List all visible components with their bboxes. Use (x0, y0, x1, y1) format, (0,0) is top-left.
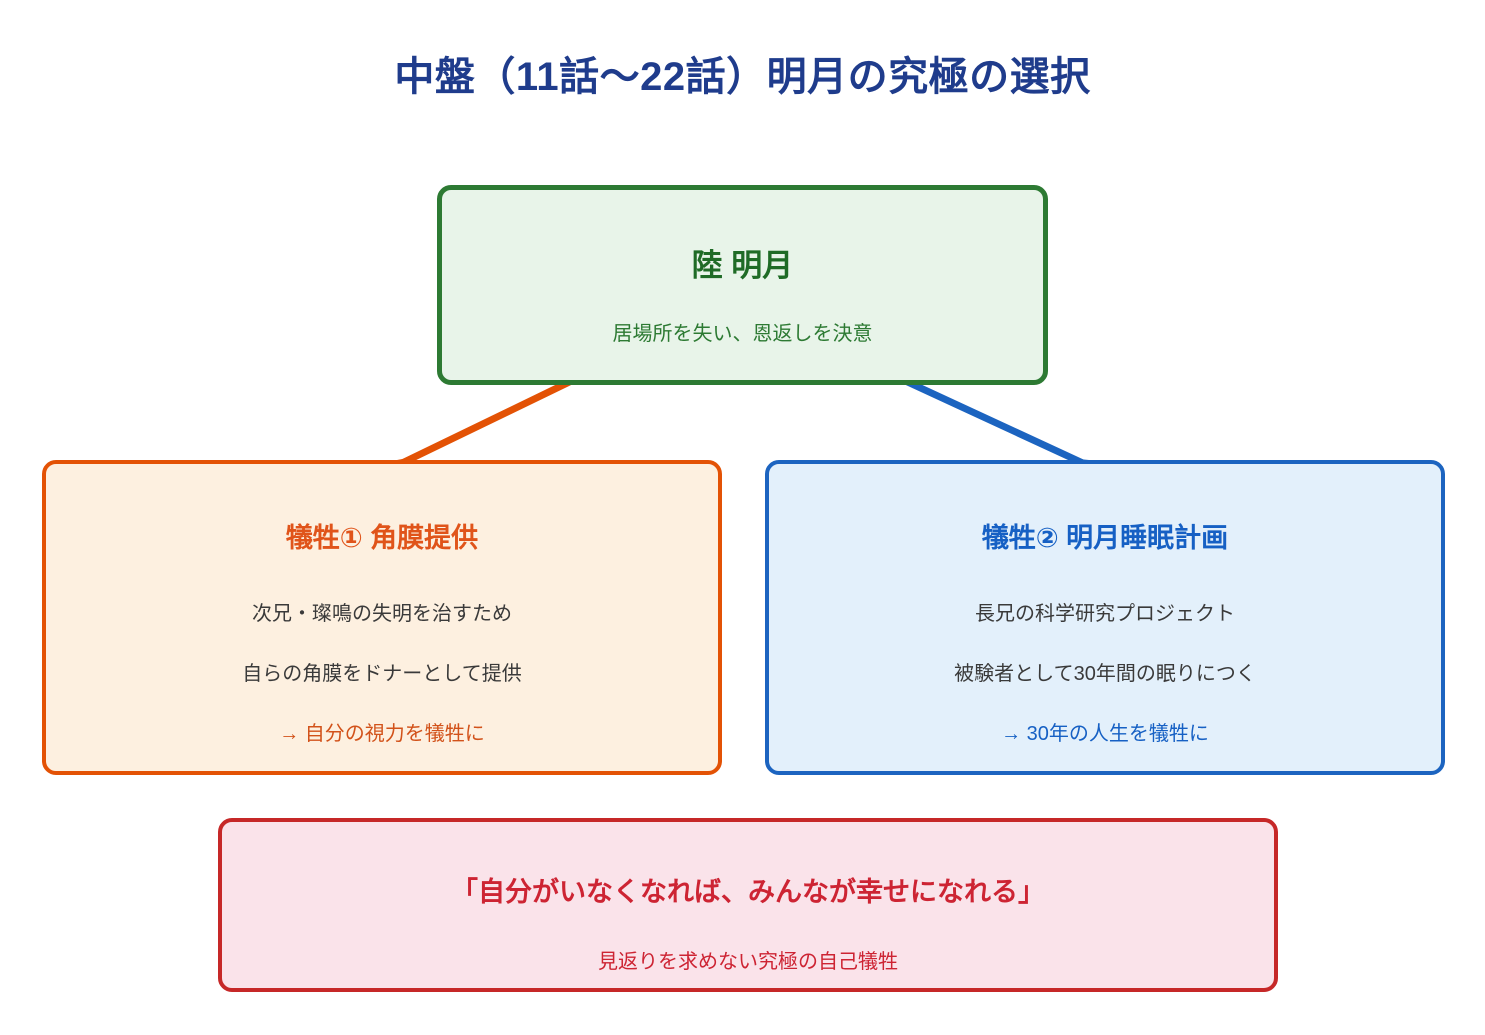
node-sacrifice-2-title: 犠牲② 明月睡眠計画 (981, 523, 1229, 553)
node-sacrifice-1-title: 犠牲① 角膜提供 (285, 523, 479, 553)
node-root-line-1: 居場所を失い、恩返しを決意 (612, 323, 873, 345)
node-sacrifice-1-line-1: 次兄・璨鳴の失明を治すため (252, 603, 512, 625)
node-conclusion[interactable]: 「自分がいなくなれば、みんなが幸せになれる」 見返りを求めない究極の自己犠牲 (218, 818, 1278, 992)
node-root-character[interactable]: 陸 明月 居場所を失い、恩返しを決意 (437, 185, 1048, 385)
node-conclusion-subtitle: 見返りを求めない究極の自己犠牲 (598, 951, 898, 973)
node-conclusion-quote: 「自分がいなくなれば、みんなが幸せになれる」 (451, 877, 1045, 907)
connector-root-to-sacrifice-1 (386, 368, 594, 472)
node-sacrifice-2-conclusion: → 30年の人生を犠牲に (1001, 723, 1209, 745)
node-sacrifice-2[interactable]: 犠牲② 明月睡眠計画 長兄の科学研究プロジェクト 被験者として30年間の眠りにつ… (765, 460, 1445, 775)
node-sacrifice-1-conclusion: → 自分の視力を犠牲に (279, 723, 485, 745)
node-sacrifice-1-line-2: 自らの角膜をドナーとして提供 (242, 663, 522, 685)
connector-root-to-sacrifice-2 (882, 368, 1100, 472)
node-sacrifice-2-line-2: 被験者として30年間の眠りにつく (954, 663, 1256, 685)
page-title: 中盤（11話〜22話）明月の究極の選択 (394, 55, 1091, 99)
node-sacrifice-1[interactable]: 犠牲① 角膜提供 次兄・璨鳴の失明を治すため 自らの角膜をドナーとして提供 → … (42, 460, 722, 775)
node-root-title: 陸 明月 (691, 248, 794, 283)
node-sacrifice-2-line-1: 長兄の科学研究プロジェクト (975, 603, 1235, 625)
